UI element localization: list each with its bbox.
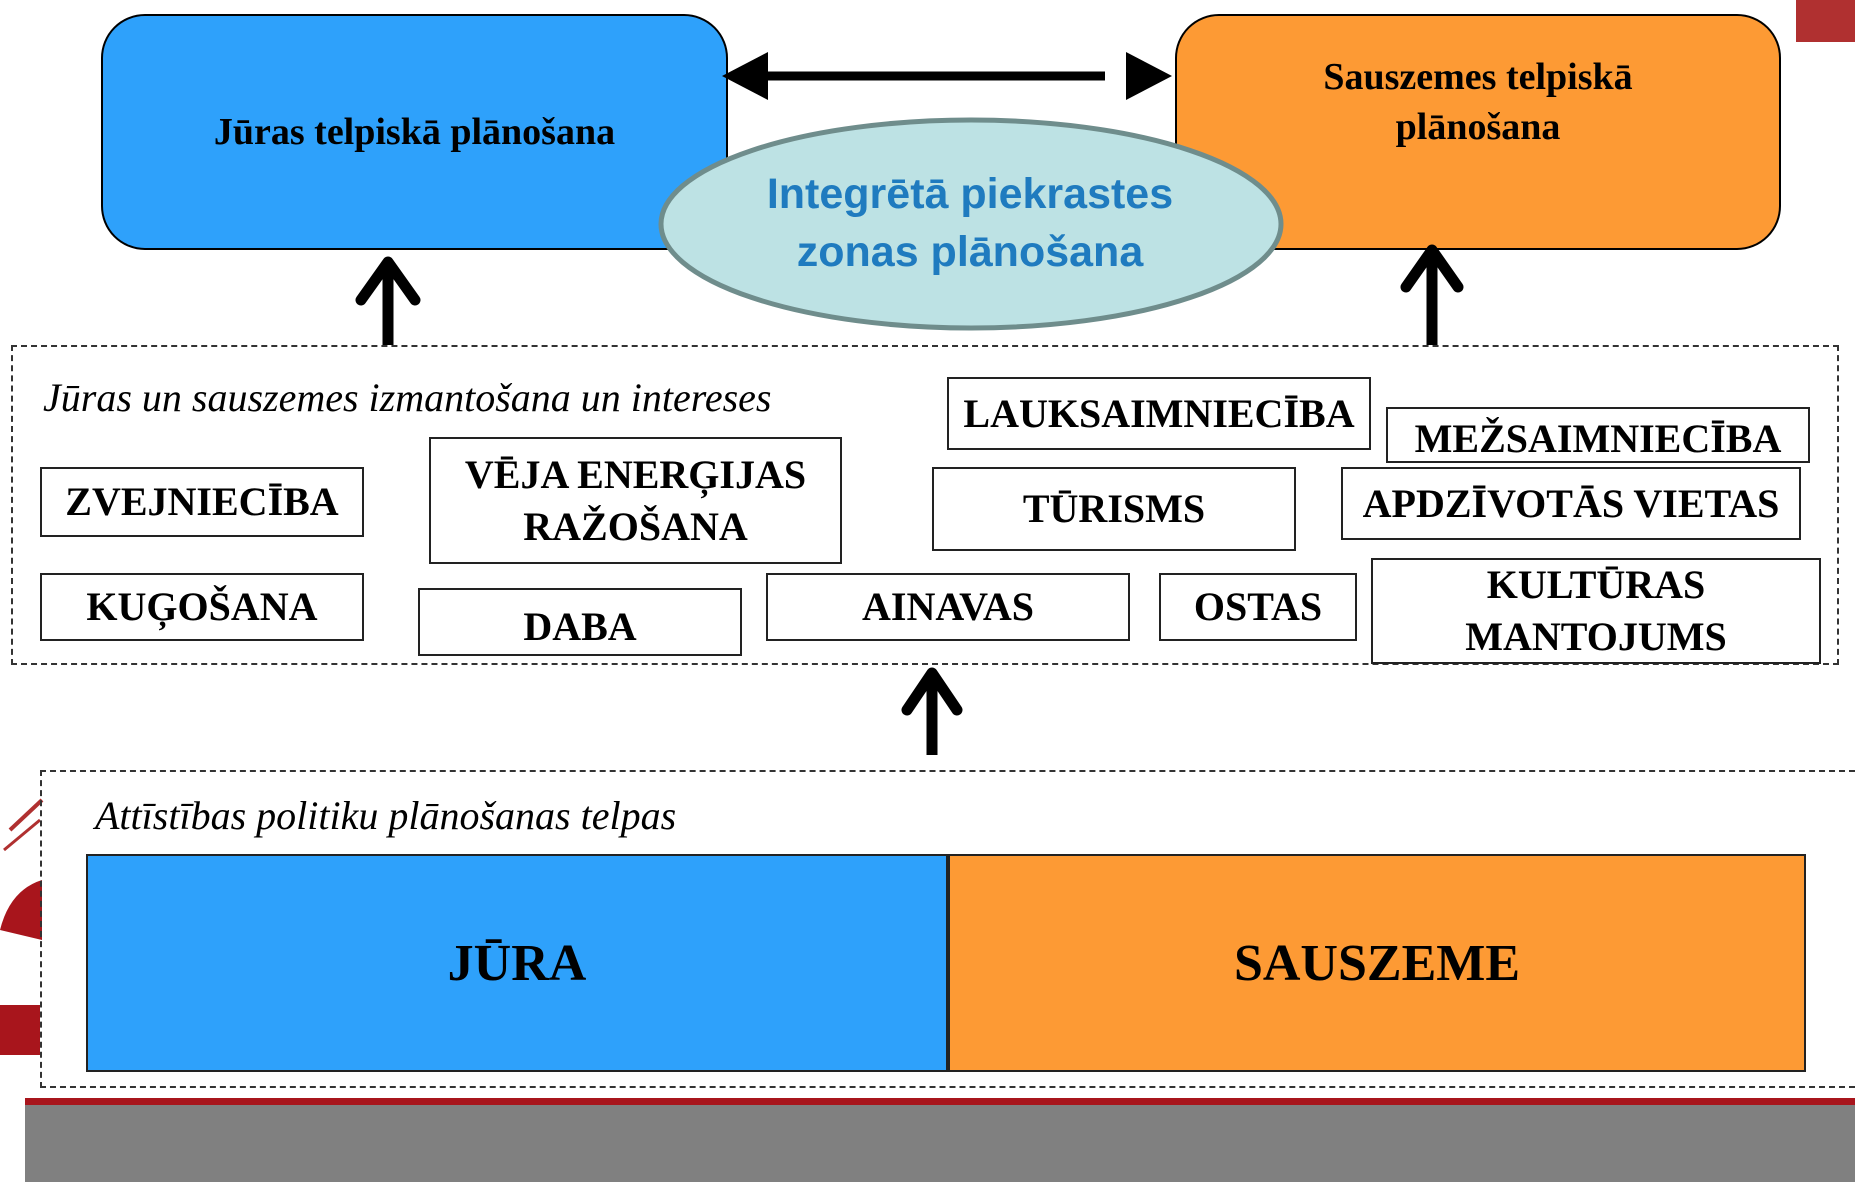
corner-tag <box>1796 0 1855 42</box>
land-spatial-planning-label: Sauszemes telpiskā plānošana <box>1323 56 1633 148</box>
up-arrow-right <box>1400 244 1464 345</box>
use-landscapes: AINAVAS <box>766 573 1130 641</box>
land-area-box: SAUSZEME <box>948 854 1806 1072</box>
uses-interests-heading: Jūras un sauszemes izmantošana un intere… <box>43 375 772 420</box>
sea-spatial-planning-label: Jūras telpiskā plānošana <box>213 111 616 153</box>
use-ports: OSTAS <box>1159 573 1357 641</box>
use-agriculture: LAUKSAIMNIECĪBA <box>947 377 1371 450</box>
use-tourism: TŪRISMS <box>932 467 1296 551</box>
up-arrow-left <box>355 256 421 345</box>
footer-gray-bar <box>25 1105 1855 1182</box>
sea-area-label: JŪRA <box>447 934 587 992</box>
sea-area-box: JŪRA <box>86 854 948 1072</box>
sea-spatial-planning-box: Jūras telpiskā plānošana <box>101 14 728 250</box>
policy-planning-panel: Attīstības politiku plānošanas telpas <box>40 770 1855 1088</box>
use-nature: DABA <box>418 588 742 656</box>
iczm-ellipse <box>658 117 1284 331</box>
use-forestry: MEŽSAIMNIECĪBA <box>1386 407 1810 463</box>
use-shipping: KUĢOŠANA <box>40 573 364 641</box>
up-arrow-middle <box>901 667 963 755</box>
uses-interests-panel: Jūras un sauszemes izmantošana un intere… <box>11 345 1839 665</box>
iczm-label: Integrētā piekrastes zonas plānošana <box>766 170 1174 276</box>
use-wind-energy: VĒJA ENERĢIJAS RAŽOŠANA <box>429 437 842 564</box>
double-arrow-connector <box>722 52 1172 100</box>
footer-red-line <box>25 1098 1855 1105</box>
use-settlements: APDZĪVOTĀS VIETAS <box>1341 467 1801 540</box>
land-area-label: SAUSZEME <box>1233 934 1521 992</box>
use-cultural-heritage: KULTŪRAS MANTOJUMS <box>1371 558 1821 664</box>
policy-planning-heading: Attīstības politiku plānošanas telpas <box>95 793 677 838</box>
use-fishing: ZVEJNIECĪBA <box>40 467 364 537</box>
logo-fragment <box>0 790 45 1080</box>
